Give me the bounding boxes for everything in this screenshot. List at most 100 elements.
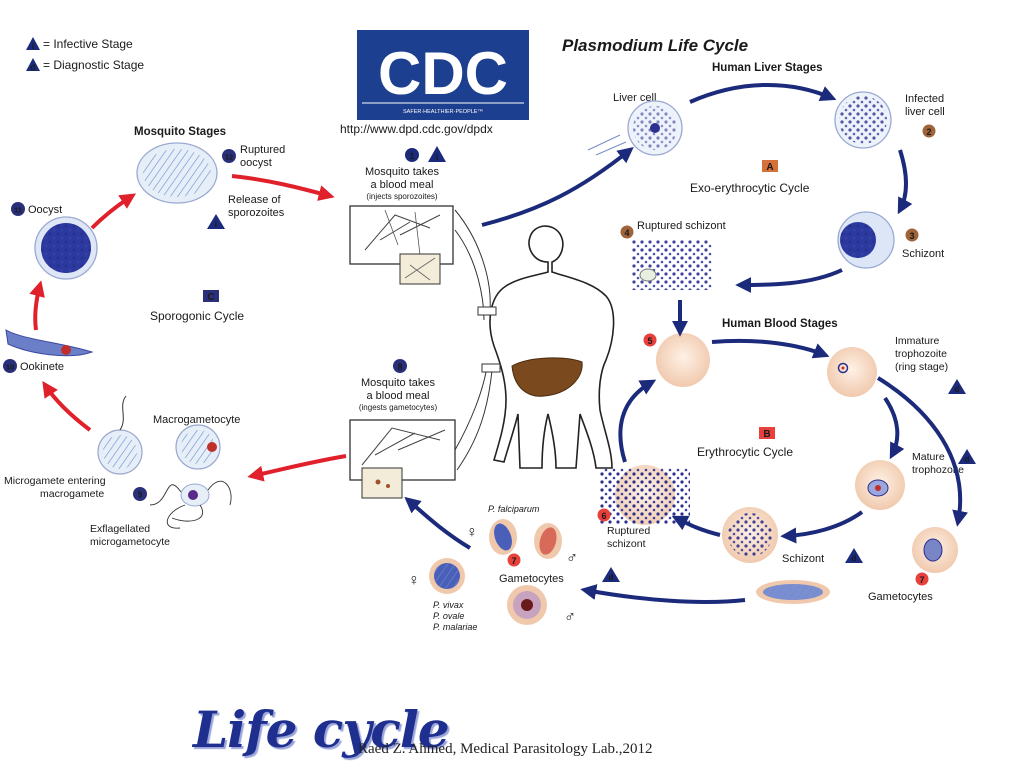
svg-text:B: B: [763, 429, 770, 440]
svg-text:trophozoite: trophozoite: [912, 464, 964, 476]
cdc-url: http://www.dpd.cdc.gov/dpdx: [340, 122, 493, 136]
mosquito-stages-heading: Mosquito Stages: [134, 126, 226, 138]
gametocytes-cluster: P. falciparum ♀ ♂ 7 Gametocytes d ♀ ♂ P.…: [408, 504, 620, 632]
connector-lines: [454, 209, 491, 321]
svg-text:Ruptured: Ruptured: [240, 144, 285, 156]
mature-trophozoite: Mature trophozoite d: [855, 449, 976, 510]
stage-5-red-blood-cell: 5: [643, 333, 710, 387]
svg-text:microgametocyte: microgametocyte: [90, 536, 170, 548]
legend-infective-label: = Infective Stage: [43, 37, 133, 51]
svg-text:P. vivax: P. vivax: [433, 600, 464, 610]
liver-schizont: 3 Schizont: [837, 211, 944, 269]
svg-text:6: 6: [601, 511, 606, 521]
ookinete: 10 Ookinete: [3, 329, 94, 373]
svg-text:P. falciparum: P. falciparum: [488, 504, 540, 514]
svg-text:2: 2: [926, 127, 931, 137]
blood-schizont: Schizont d: [722, 507, 863, 565]
svg-text:d: d: [955, 385, 960, 394]
slide-title: Life cycle: [193, 700, 450, 759]
svg-text:♂: ♂: [564, 609, 576, 626]
infective-stage-icon: i: [26, 37, 40, 51]
legend-diagnostic-label: = Diagnostic Stage: [43, 58, 144, 72]
diagnostic-stage-icon: d: [26, 58, 40, 72]
svg-text:i: i: [32, 42, 34, 51]
svg-text:Microgamete entering: Microgamete entering: [4, 475, 106, 487]
svg-text:d: d: [965, 455, 970, 464]
cycle-a-label: A Exo-erythrocytic Cycle: [690, 160, 810, 195]
ruptured-liver-schizont: 4 Ruptured schizont: [620, 220, 726, 290]
svg-text:Liver cell: Liver cell: [613, 92, 656, 104]
svg-text:Oocyst: Oocyst: [28, 204, 62, 216]
svg-text:10: 10: [6, 363, 14, 372]
svg-text:(ring stage): (ring stage): [895, 361, 948, 373]
svg-text:11: 11: [14, 206, 22, 215]
cycle-arrows: [29, 82, 968, 604]
liver-cell: Liver cell: [587, 92, 683, 156]
svg-text:d: d: [852, 554, 857, 563]
legend: i = Infective Stage d = Diagnostic Stage: [26, 37, 144, 72]
diagram-title: Plasmodium Life Cycle: [562, 36, 748, 55]
svg-text:3: 3: [909, 231, 914, 241]
ruptured-oocyst: 12 Ruptured oocyst Release of sporozoite…: [136, 142, 285, 229]
svg-text:Erythrocytic Cycle: Erythrocytic Cycle: [697, 445, 793, 459]
svg-text:5: 5: [647, 336, 652, 346]
svg-text:♂: ♂: [566, 550, 578, 567]
svg-text:Ruptured: Ruptured: [607, 525, 650, 537]
gametocyte-cell-right: 7 Gametocytes: [868, 527, 958, 603]
exflagellated-microgametocyte: Exflagellated microgametocyte: [90, 480, 232, 548]
svg-text:Mosquito takes: Mosquito takes: [365, 166, 439, 178]
svg-text:Exflagellated: Exflagellated: [90, 523, 150, 535]
ruptured-blood-schizont: 6 Ruptured schizont: [597, 465, 690, 550]
svg-text:i: i: [436, 153, 438, 162]
svg-text:Infected: Infected: [905, 93, 944, 105]
svg-text:a blood meal: a blood meal: [371, 179, 434, 191]
svg-text:P. ovale: P. ovale: [433, 611, 464, 621]
svg-text:(ingests gametocytes): (ingests gametocytes): [359, 403, 438, 412]
svg-text:schizont: schizont: [607, 538, 646, 550]
svg-text:liver cell: liver cell: [905, 106, 945, 118]
svg-text:(injects sporozoites): (injects sporozoites): [366, 192, 437, 201]
svg-text:8: 8: [397, 362, 402, 372]
stage-1-mosquito-bite: 1 i Mosquito takes a blood meal (injects…: [349, 146, 454, 285]
svg-text:Macrogametocyte: Macrogametocyte: [153, 414, 240, 426]
svg-text:i: i: [215, 220, 217, 229]
cdc-logo-text: CDC: [378, 40, 508, 107]
svg-text:Gametocytes: Gametocytes: [868, 591, 933, 603]
svg-text:Schizont: Schizont: [782, 553, 824, 565]
liver-organ-icon: [511, 357, 583, 397]
svg-text:oocyst: oocyst: [240, 157, 272, 169]
svg-text:Schizont: Schizont: [902, 248, 944, 260]
svg-text:d: d: [609, 573, 614, 582]
svg-text:Ookinete: Ookinete: [20, 361, 64, 373]
svg-text:sporozoites: sporozoites: [228, 207, 285, 219]
svg-text:12: 12: [225, 153, 233, 162]
cycle-c-label: C Sporogonic Cycle: [150, 290, 244, 323]
immature-trophozoite: Immature trophozoite (ring stage) d: [827, 335, 966, 397]
svg-text:Mosquito takes: Mosquito takes: [361, 377, 435, 389]
stage-8-mosquito-bite: 8 Mosquito takes a blood meal (ingests g…: [349, 359, 456, 499]
svg-text:Release of: Release of: [228, 194, 282, 206]
blood-stages-heading: Human Blood Stages: [722, 318, 838, 330]
cdc-logo: CDC SAFER·HEALTHIER·PEOPLE™: [357, 30, 529, 120]
microgamete-entering-macrogamete: Microgamete entering macrogamete 9: [4, 395, 147, 501]
liver-stages-heading: Human Liver Stages: [712, 62, 823, 74]
svg-text:♀: ♀: [408, 572, 420, 589]
svg-text:trophozoite: trophozoite: [895, 348, 947, 360]
macrogametocyte: Macrogametocyte: [153, 414, 240, 470]
svg-text:Immature: Immature: [895, 335, 940, 347]
svg-text:9: 9: [138, 491, 143, 500]
svg-text:C: C: [207, 292, 214, 303]
svg-text:7: 7: [511, 556, 516, 566]
svg-text:4: 4: [624, 228, 629, 238]
svg-text:a blood meal: a blood meal: [367, 390, 430, 402]
svg-text:7: 7: [919, 575, 924, 585]
svg-text:Gametocytes: Gametocytes: [499, 573, 564, 585]
svg-text:d: d: [31, 63, 36, 72]
svg-text:1: 1: [409, 151, 414, 161]
svg-text:Exo-erythrocytic Cycle: Exo-erythrocytic Cycle: [690, 181, 810, 195]
svg-text:Sporogonic Cycle: Sporogonic Cycle: [150, 309, 244, 323]
svg-text:A: A: [766, 162, 773, 173]
infected-liver-cell: Infected liver cell 2: [834, 91, 945, 149]
human-body-outline: [489, 225, 615, 469]
